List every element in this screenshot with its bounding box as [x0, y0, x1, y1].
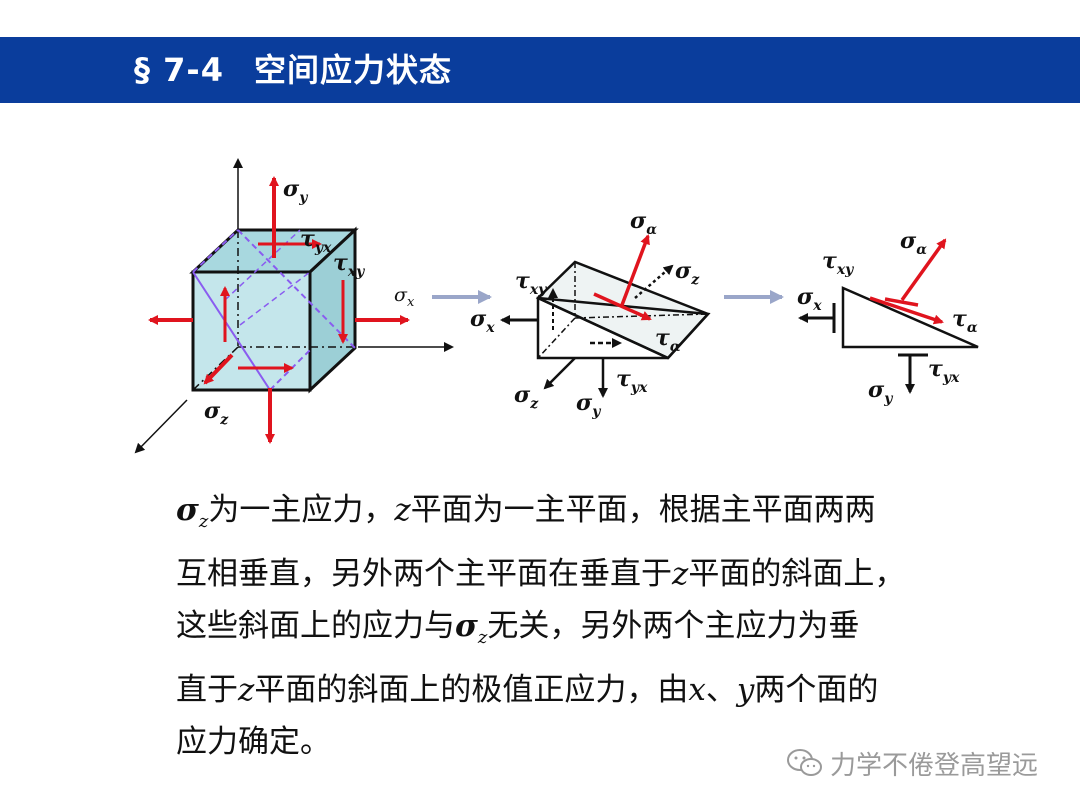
svg-text:σx: σx: [394, 284, 415, 310]
text-line-2: 互相垂直，另外两个主平面在垂直于z平面的斜面上，: [176, 556, 906, 593]
tri-tau-alpha-label: τ: [952, 306, 967, 332]
svg-text:τxy: τxy: [822, 248, 854, 278]
svg-text:σα: σα: [900, 228, 927, 258]
triangle-element: σα τxy σx τα τyx σy: [797, 228, 979, 407]
explanation-text: σz为一主应力，z平面为一主平面，根据主平面两两 互相垂直，另外两个主平面在垂直…: [176, 484, 1036, 768]
page-title: § 7-4 空间应力状态: [134, 45, 452, 91]
svg-text:τα: τα: [952, 306, 978, 336]
svg-text:σz: σz: [675, 258, 700, 288]
wechat-icon: [787, 749, 822, 776]
tri-sigma-x-label: σ: [797, 284, 814, 310]
section-title: 空间应力状态: [253, 51, 452, 89]
tri-tau-yx-label: τ: [928, 356, 943, 382]
svg-text:σz: σz: [204, 398, 229, 428]
text-line-3: 这些斜面上的应力与σz无关，另外两个主应力为垂: [176, 608, 860, 649]
wedge-tau-xy-label: τ: [515, 268, 530, 294]
wedge-sigma-z-label: σ: [675, 258, 692, 284]
wedge-element: σα σz τxy σx τα τyx σz σy: [470, 208, 711, 420]
sigma-x-plain-label: σ: [394, 284, 408, 306]
tau-yx-label: τ: [300, 226, 315, 252]
tri-tau-xy-label: τ: [822, 248, 837, 274]
element-cube: σy τyx τxy σz: [134, 158, 454, 454]
section-number: § 7-4: [134, 51, 224, 89]
svg-text:τyx: τyx: [300, 226, 332, 256]
text-line-1: σz为一主应力，z平面为一主平面，根据主平面两两: [176, 492, 876, 533]
svg-text:σy: σy: [283, 176, 308, 206]
tri-sigma-y-label: σ: [868, 377, 885, 403]
wedge-tau-yx-label: τ: [616, 366, 631, 392]
watermark: 力学不倦登高望远: [786, 745, 1038, 781]
title-bar: § 7-4 空间应力状态: [0, 37, 1080, 103]
wedge-sigma-alpha-label: σ: [630, 208, 647, 234]
svg-text:τyx: τyx: [616, 366, 648, 396]
wedge-sigma-z-bottom-label: σ: [514, 382, 531, 408]
svg-text:σz: σz: [514, 382, 539, 412]
svg-text:τxy: τxy: [333, 250, 365, 280]
text-line-4: 直于z平面的斜面上的极值正应力，由x、y两个面的: [176, 672, 879, 709]
wedge-tau-alpha-label: τ: [655, 325, 670, 351]
sigma-z-label: σ: [204, 398, 221, 424]
sigma-y-label: σ: [283, 176, 300, 202]
svg-text:τyx: τyx: [928, 356, 960, 386]
svg-text:τxy: τxy: [515, 268, 547, 298]
tau-xy-label: τ: [333, 250, 348, 276]
svg-text:τα: τα: [655, 325, 681, 355]
svg-text:σy: σy: [868, 377, 893, 407]
tri-sigma-alpha-label: σ: [900, 228, 917, 254]
svg-text:σy: σy: [576, 390, 601, 420]
watermark-text: 力学不倦登高望远: [830, 750, 1039, 781]
svg-text:σx: σx: [470, 306, 495, 336]
wedge-sigma-y-label: σ: [576, 390, 593, 416]
svg-text:σα: σα: [630, 208, 657, 238]
wedge-sigma-x-label: σ: [470, 306, 487, 332]
svg-text:σx: σx: [797, 284, 822, 314]
text-line-5: 应力确定。: [176, 724, 331, 761]
